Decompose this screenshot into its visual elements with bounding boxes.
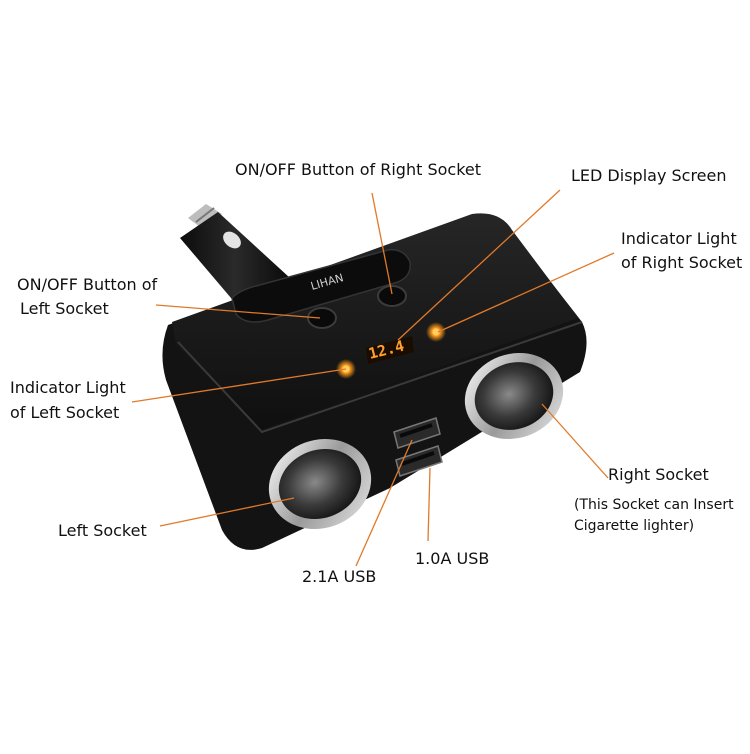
- left-socket-button: [307, 307, 337, 329]
- callout-usb-1a: 1.0A USB: [415, 549, 490, 568]
- line-led-display: [397, 189, 561, 341]
- line-usb-2a: [355, 439, 413, 567]
- right-socket-button: [377, 285, 407, 307]
- callout-right-indicator-line1: Indicator Light: [621, 229, 737, 248]
- callout-right-socket: Right Socket: [608, 465, 709, 484]
- callout-right-socket-note-line1: (This Socket can Insert: [574, 497, 734, 513]
- callout-left-button-line1: ON/OFF Button of: [17, 275, 158, 294]
- line-right-button: [371, 192, 393, 295]
- callout-right-button: ON/OFF Button of Right Socket: [235, 160, 481, 179]
- left-socket: [268, 438, 372, 530]
- led-display: 12.4: [366, 336, 414, 364]
- callout-left-indicator-line1: Indicator Light: [10, 378, 126, 397]
- callout-left-socket: Left Socket: [58, 521, 147, 540]
- plug-tip: [188, 204, 222, 230]
- callout-lines: [131, 189, 615, 567]
- callout-usb-2a: 2.1A USB: [302, 567, 377, 586]
- line-usb-1a: [427, 467, 431, 542]
- callout-left-indicator-line2: of Left Socket: [10, 403, 120, 422]
- callout-led-display: LED Display Screen: [571, 166, 727, 185]
- line-left-socket: [159, 497, 295, 527]
- right-socket: [464, 352, 564, 440]
- line-left-button: [155, 304, 321, 319]
- callout-right-indicator-line2: of Right Socket: [621, 253, 743, 272]
- callout-right-socket-note-line2: Cigarette lighter): [574, 518, 695, 534]
- right-indicator-light: [426, 322, 446, 342]
- usb-port-2a: [393, 417, 441, 449]
- line-right-indicator: [437, 252, 615, 333]
- line-left-indicator: [131, 368, 347, 403]
- line-right-socket: [541, 403, 609, 479]
- callout-left-button-line2: Left Socket: [20, 299, 109, 318]
